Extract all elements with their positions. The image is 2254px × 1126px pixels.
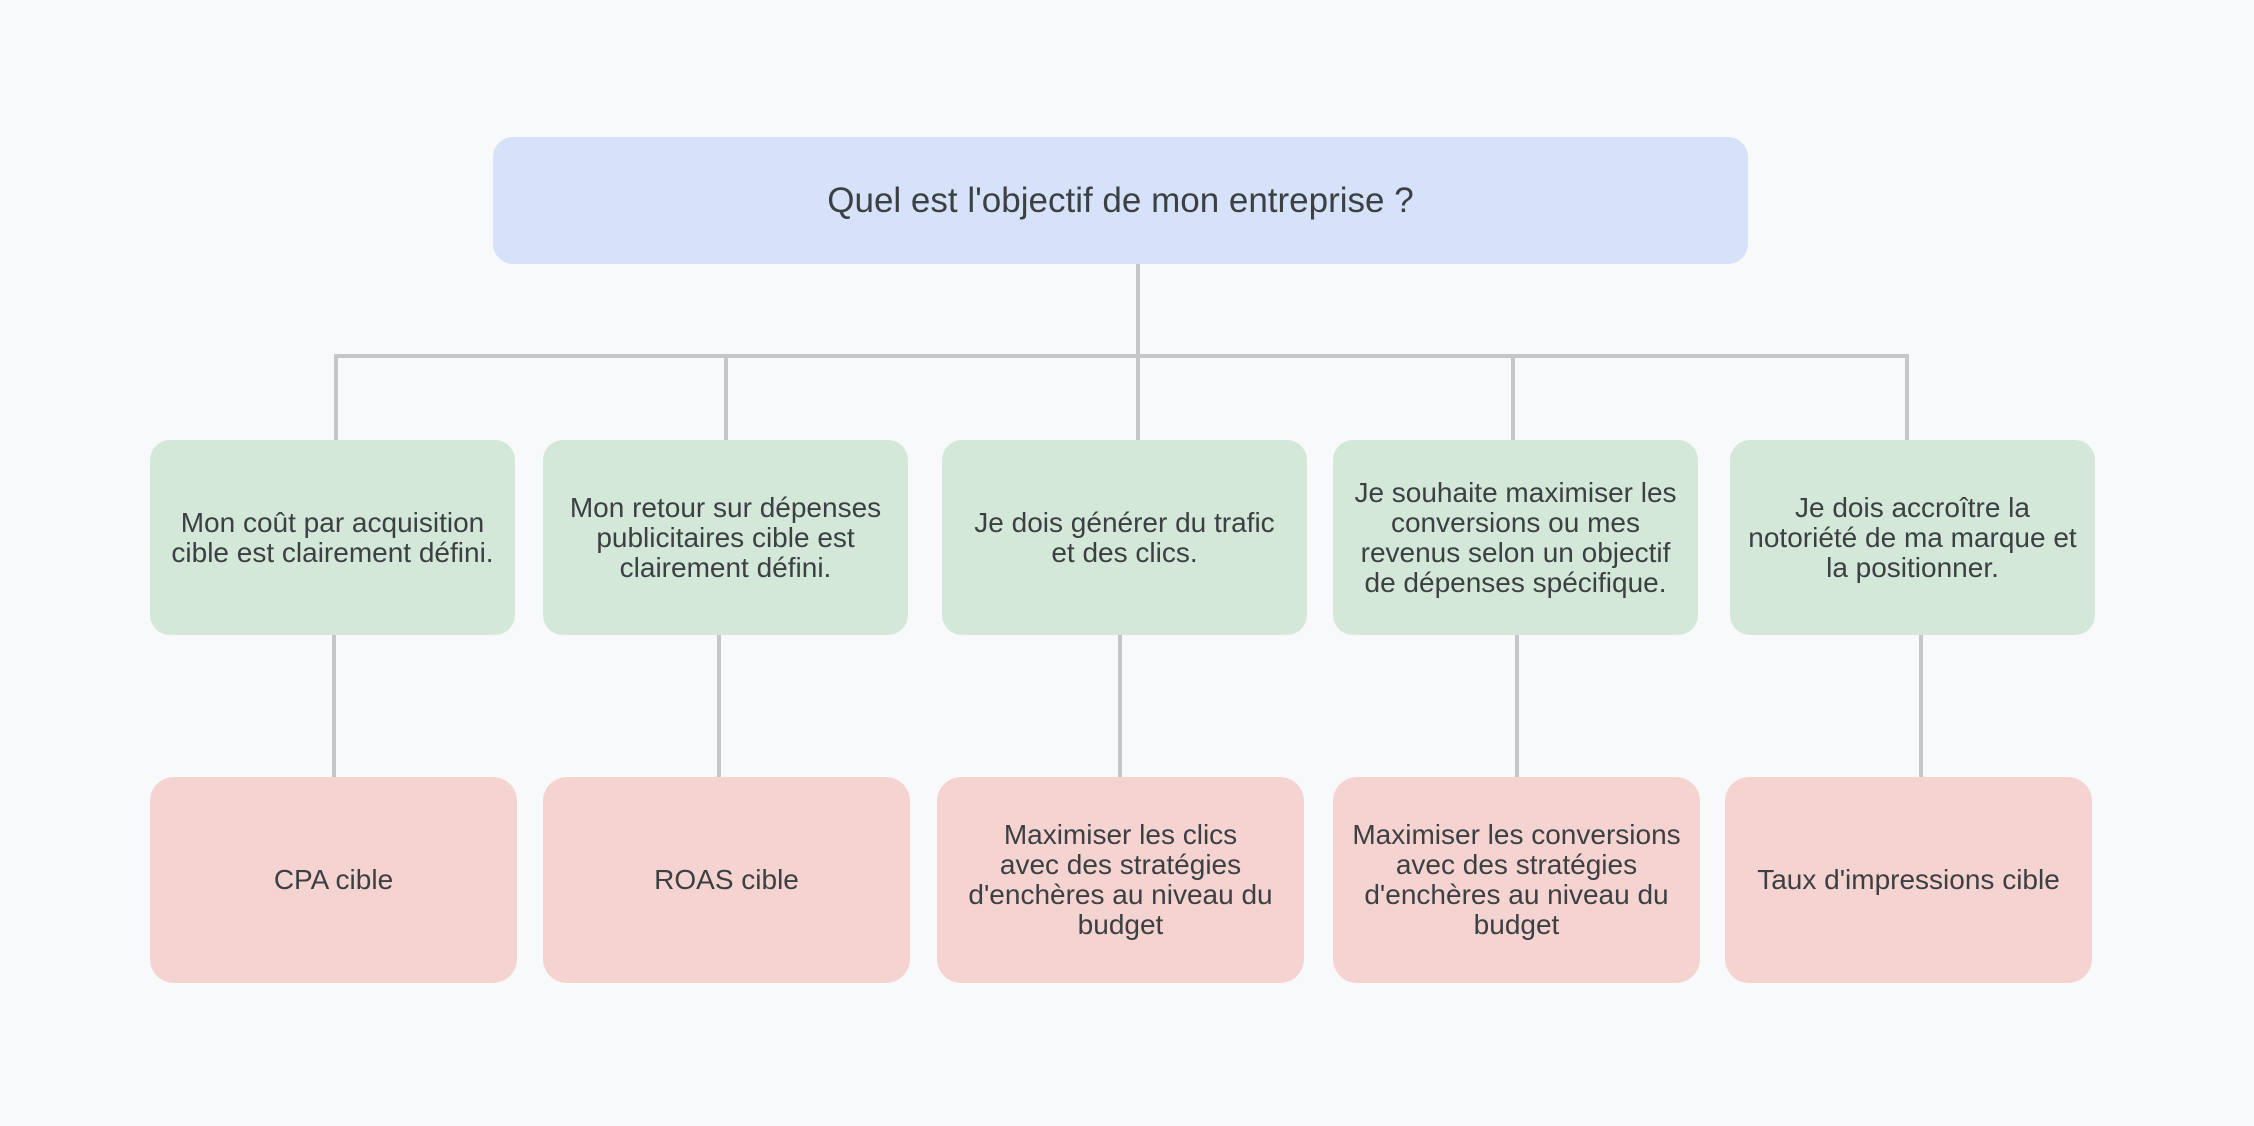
root-question-box: Quel est l'objectif de mon entreprise ? [493, 137, 1748, 264]
strategy-label: ROAS cible [654, 864, 799, 895]
condition-label: Mon retour sur dépenses publicitaires ci… [569, 491, 882, 583]
condition-label: Je dois accroître la notoriété de ma mar… [1748, 491, 2077, 583]
condition-box-awareness: Je dois accroître la notoriété de ma mar… [1730, 440, 2095, 635]
strategy-label: CPA cible [273, 864, 394, 895]
condition-label: Je souhaite maximiser les conversions ou… [1354, 476, 1677, 598]
strategy-label: Taux d'impressions cible [1757, 864, 2060, 895]
strategy-box-max-clicks: Maximiser les clics avec des stratégies … [937, 777, 1304, 983]
strategy-label: Maximiser les clics avec des stratégies … [968, 819, 1273, 940]
strategy-label: Maximiser les conversions avec des strat… [1352, 819, 1681, 940]
condition-box-cpa: Mon coût par acquisition cible est clair… [150, 440, 515, 635]
strategy-box-roas: ROAS cible [543, 777, 910, 983]
condition-label: Je dois générer du trafic et des clics. [974, 506, 1275, 568]
condition-label: Mon coût par acquisition cible est clair… [171, 506, 494, 568]
strategy-box-impression-share: Taux d'impressions cible [1725, 777, 2092, 983]
condition-box-roas: Mon retour sur dépenses publicitaires ci… [543, 440, 908, 635]
strategy-box-max-conversions: Maximiser les conversions avec des strat… [1333, 777, 1700, 983]
condition-box-traffic: Je dois générer du trafic et des clics. [942, 440, 1307, 635]
strategy-box-cpa: CPA cible [150, 777, 517, 983]
condition-box-conversions: Je souhaite maximiser les conversions ou… [1333, 440, 1698, 635]
root-question-label: Quel est l'objectif de mon entreprise ? [827, 180, 1414, 220]
